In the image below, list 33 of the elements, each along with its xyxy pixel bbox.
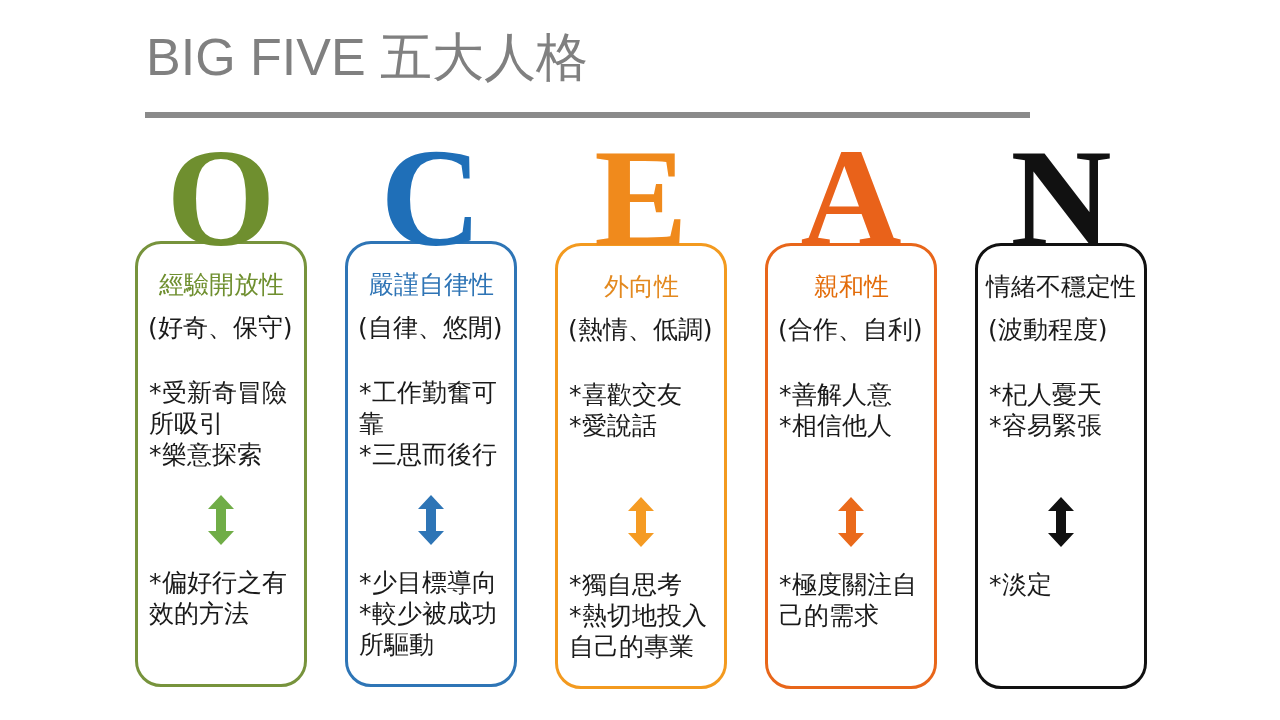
bullet-text: *工作勤奮可靠 — [359, 377, 498, 439]
trait-letter: O — [166, 148, 276, 248]
trait-subtitle: (波動程度) — [988, 315, 1108, 345]
trait-letter: C — [380, 148, 482, 248]
bullet-text: *淡定 — [989, 569, 1052, 600]
bullet-text: *樂意探索 — [149, 439, 262, 470]
bullet-text: *容易緊張 — [989, 410, 1102, 441]
bullet-text: *喜歡交友 — [569, 379, 682, 410]
trait-letter: A — [800, 148, 902, 248]
trait-heading: 親和性 — [813, 272, 889, 302]
trait-heading: 經驗開放性 — [158, 270, 284, 300]
bullet-text: *杞人憂天 — [989, 379, 1102, 410]
trait-subtitle: (合作、自利) — [778, 315, 923, 345]
trait-heading: 情緒不穩定性 — [986, 272, 1136, 302]
trait-heading: 嚴謹自律性 — [368, 270, 494, 300]
bullet-text: *愛說話 — [569, 410, 657, 441]
trait-subtitle: (自律、悠閒) — [358, 313, 503, 343]
trait-letter: E — [594, 148, 688, 248]
trait-subtitle: (熱情、低調) — [568, 315, 713, 345]
slide-title: BIG FIVE 五大人格 — [146, 27, 589, 88]
trait-subtitle: (好奇、保守) — [148, 313, 293, 343]
bullet-text: *極度關注自己的需求 — [779, 569, 918, 631]
bullet-text: *獨自思考 — [569, 569, 682, 600]
bullet-text: *三思而後行 — [359, 439, 497, 470]
trait-letter: N — [1010, 148, 1112, 248]
bullet-text: *較少被成功所驅動 — [359, 598, 498, 660]
bullet-text: *善解人意 — [779, 379, 892, 410]
bullet-text: *受新奇冒險所吸引 — [149, 377, 288, 439]
trait-heading: 外向性 — [603, 272, 679, 302]
bullet-text: *偏好行之有效的方法 — [149, 567, 288, 629]
bullet-text: *熱切地投入自己的專業 — [569, 600, 708, 662]
bullet-text: *相信他人 — [779, 410, 892, 441]
bullet-text: *少目標導向 — [359, 567, 497, 598]
